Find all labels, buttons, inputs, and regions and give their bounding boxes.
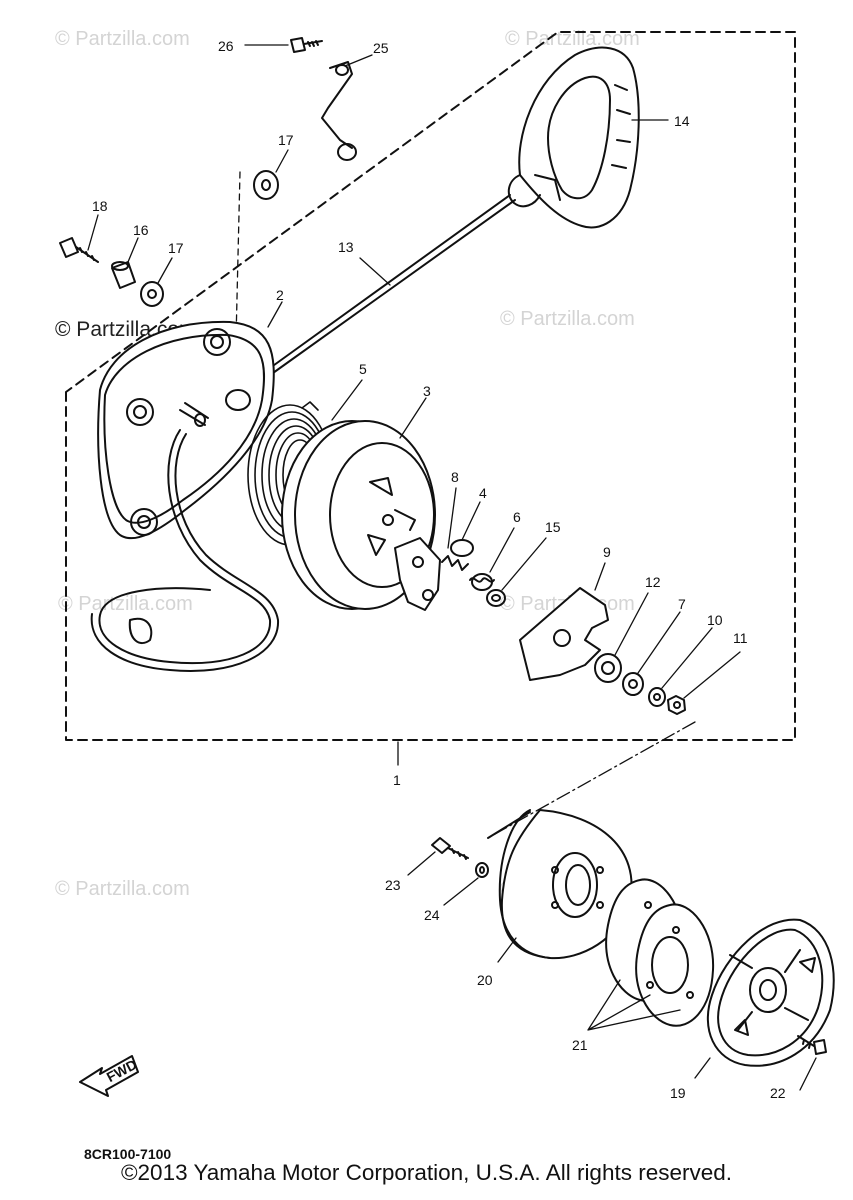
callout-1: 1 bbox=[393, 772, 401, 788]
spring-6 bbox=[469, 573, 495, 591]
callout-18: 18 bbox=[92, 198, 108, 214]
callout-10: 10 bbox=[707, 612, 723, 628]
washer-15 bbox=[486, 589, 506, 607]
callout-13: 13 bbox=[338, 239, 354, 255]
callout-7: 7 bbox=[678, 596, 686, 612]
callout-12: 12 bbox=[645, 574, 661, 590]
screw-22 bbox=[797, 1035, 827, 1055]
washer-24 bbox=[475, 862, 489, 878]
collar-17-left bbox=[140, 281, 164, 307]
callout-17-top: 17 bbox=[278, 132, 294, 148]
guide-bracket-25 bbox=[321, 61, 357, 161]
diagram-code: 8CR100-7100 bbox=[84, 1146, 172, 1162]
collar-17-top bbox=[253, 170, 279, 200]
bolt-18 bbox=[59, 237, 99, 263]
callout-21: 21 bbox=[572, 1037, 588, 1053]
bolt-23 bbox=[431, 837, 469, 860]
watermark: © Partzilla.com bbox=[505, 28, 640, 50]
callout-26: 26 bbox=[218, 38, 234, 54]
bolt-26 bbox=[290, 37, 323, 53]
starter-case-2 bbox=[90, 320, 280, 672]
collar-16 bbox=[111, 261, 136, 289]
callout-25: 25 bbox=[373, 40, 389, 56]
spring-4 bbox=[441, 539, 474, 571]
starter-rope bbox=[269, 194, 516, 374]
callout-8: 8 bbox=[451, 469, 459, 485]
starter-pulley-20 bbox=[487, 809, 633, 960]
starter-cup-19 bbox=[706, 918, 835, 1067]
washer-10 bbox=[648, 687, 666, 707]
copyright-notice: ©2013 Yamaha Motor Corporation, U.S.A. A… bbox=[120, 1160, 733, 1185]
callout-11: 11 bbox=[733, 630, 748, 646]
callout-19: 19 bbox=[670, 1085, 686, 1101]
callout-17-left: 17 bbox=[168, 240, 184, 256]
callout-4: 4 bbox=[479, 485, 487, 501]
callout-23: 23 bbox=[385, 877, 401, 893]
watermark: © Partzilla.com bbox=[500, 308, 635, 330]
pawl-8 bbox=[394, 537, 441, 611]
assembly-boundary bbox=[65, 31, 796, 741]
nut-11 bbox=[667, 695, 686, 715]
friction-plates-21 bbox=[605, 878, 715, 1027]
recoil-handle bbox=[507, 46, 640, 229]
callout-20: 20 bbox=[477, 972, 493, 988]
callout-24: 24 bbox=[424, 907, 440, 923]
watermark: © Partzilla.com bbox=[58, 593, 193, 615]
callout-3: 3 bbox=[423, 383, 431, 399]
forward-arrow-icon bbox=[79, 1055, 139, 1097]
callout-9: 9 bbox=[603, 544, 611, 560]
watermark: © Partzilla.com bbox=[55, 878, 190, 900]
callout-15: 15 bbox=[545, 519, 561, 535]
watermark: © Partzilla.com bbox=[55, 28, 190, 50]
washer-12 bbox=[594, 653, 622, 683]
callout-16: 16 bbox=[133, 222, 149, 238]
callout-2: 2 bbox=[276, 287, 284, 303]
callout-14: 14 bbox=[674, 113, 690, 129]
callout-22: 22 bbox=[770, 1085, 786, 1101]
drive-plate-9 bbox=[519, 587, 609, 681]
washer-7 bbox=[622, 672, 644, 696]
callout-6: 6 bbox=[513, 509, 521, 525]
callout-5: 5 bbox=[359, 361, 367, 377]
